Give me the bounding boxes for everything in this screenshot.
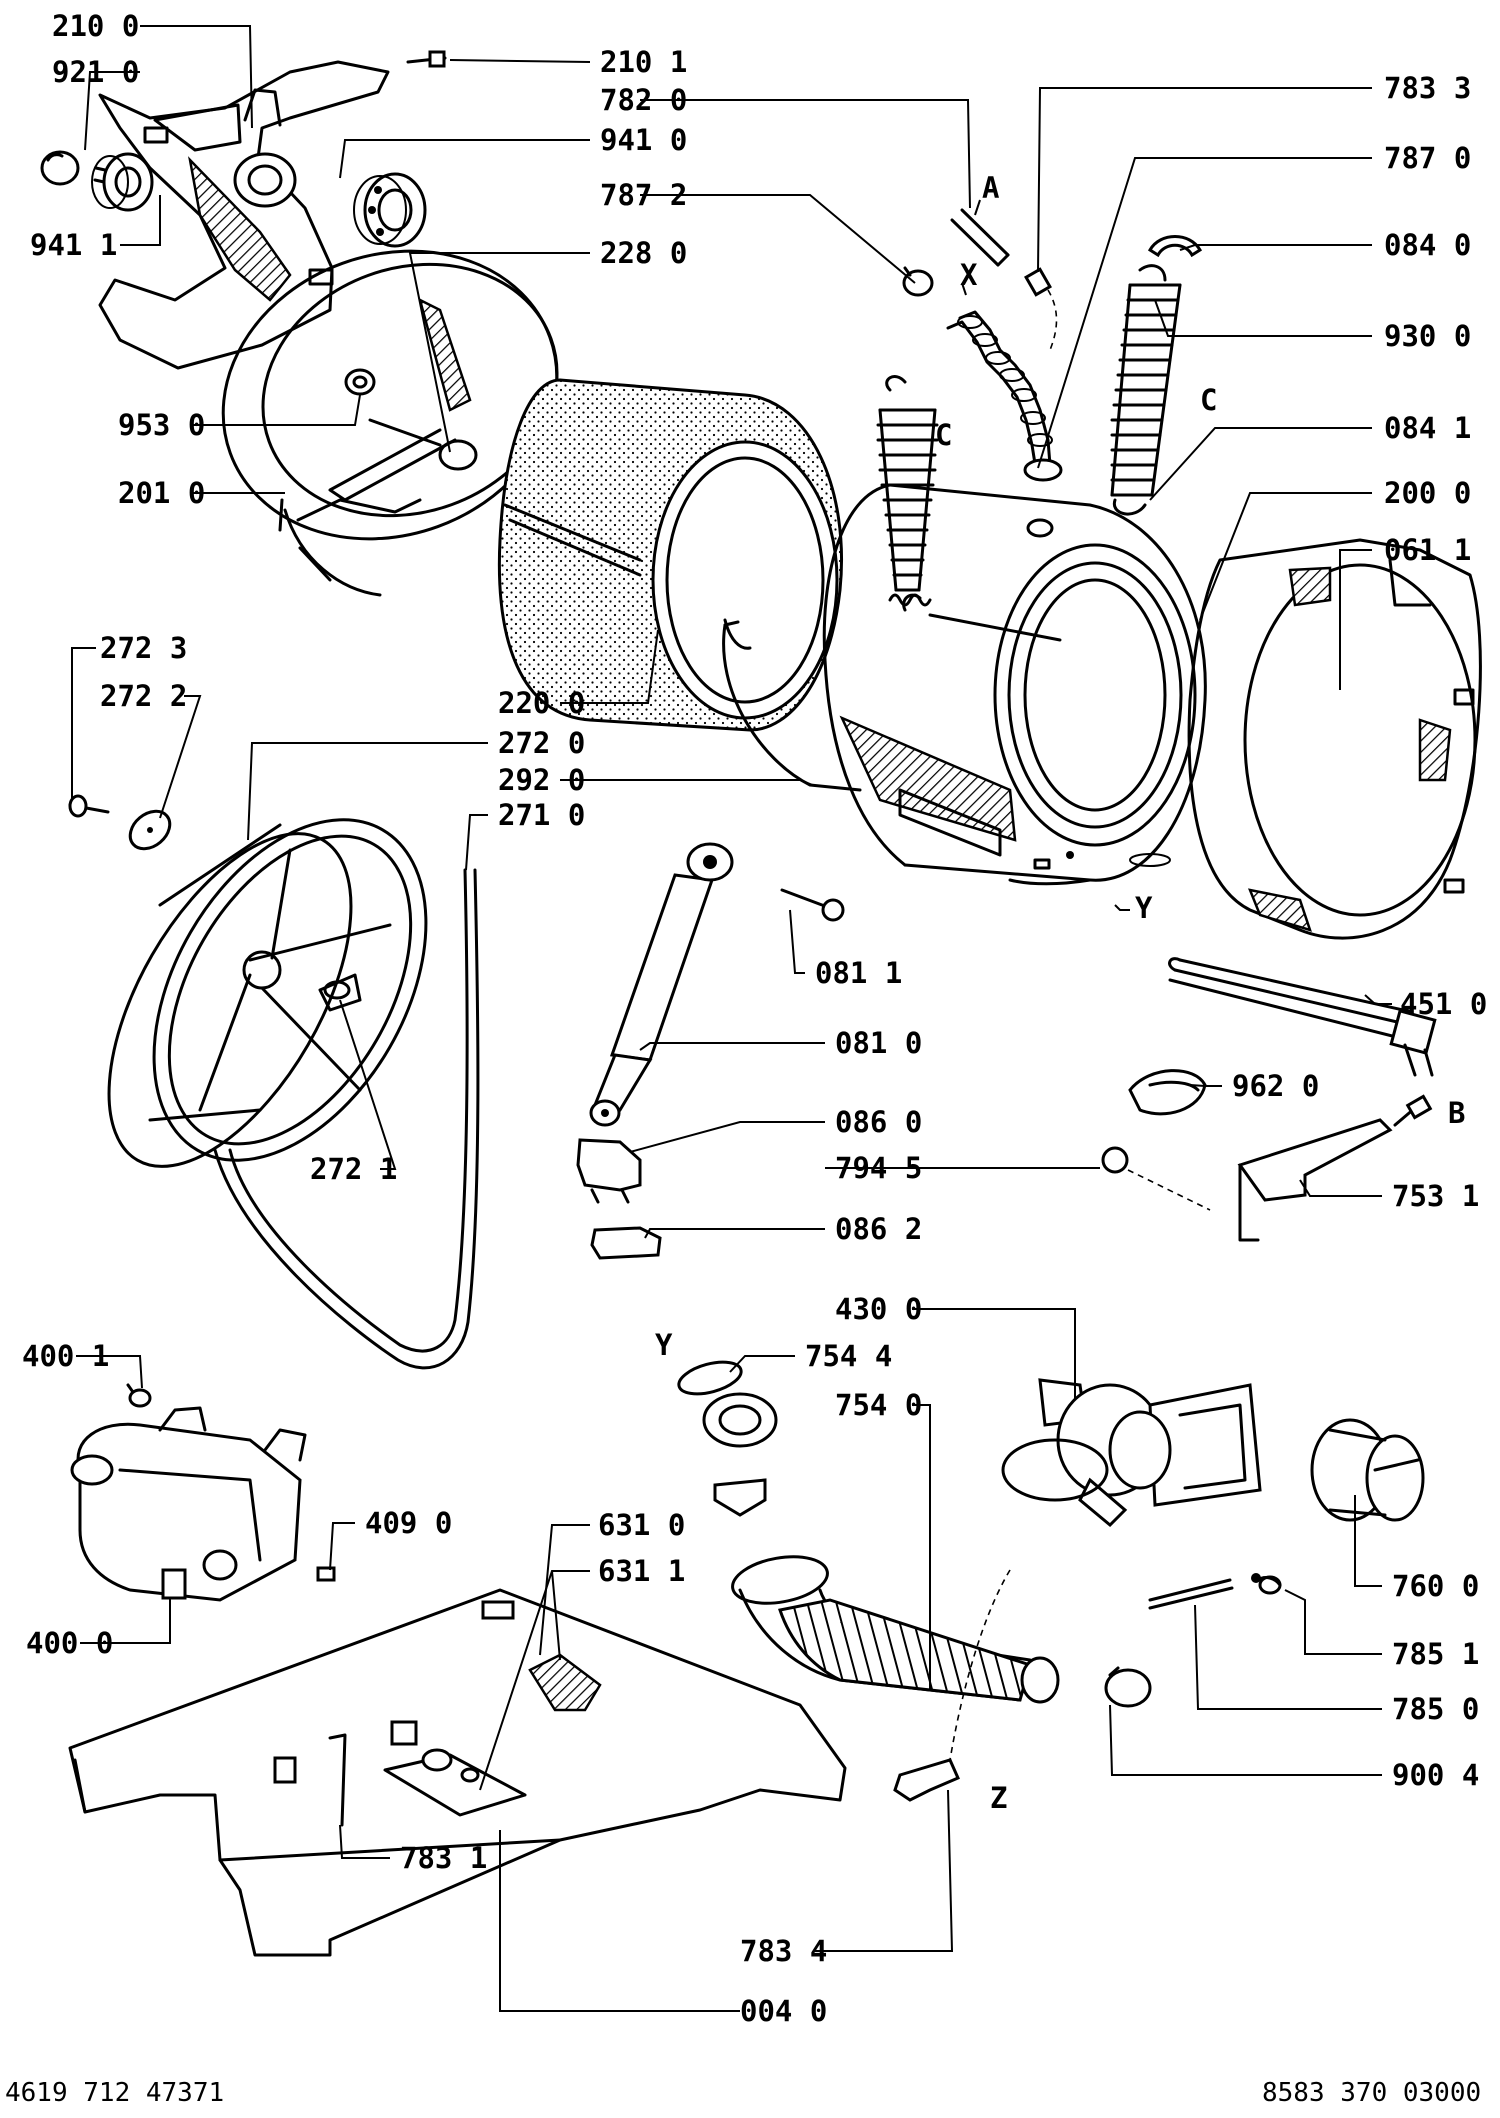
drive-belt-drawing [213, 868, 480, 1370]
part-label-201-0: 201 0 [118, 476, 205, 510]
hose-785-drawing [1148, 1573, 1282, 1610]
pump-filter-drawing [1310, 1418, 1425, 1522]
shock-absorber-drawing [589, 842, 734, 1127]
sheet-number: 8583 370 03000 [1262, 2078, 1481, 2108]
inlet-pipe-drawing [1237, 1094, 1433, 1242]
screw-272-3-drawing [68, 794, 110, 818]
part-label-084-1: 084 1 [1384, 411, 1471, 445]
part-label-962-0: 962 0 [1232, 1069, 1319, 1103]
suspension-springs-drawing [876, 264, 1182, 612]
part-label-783-4: 783 4 [740, 1934, 827, 1968]
spring-hook-084-0-drawing [1147, 235, 1203, 258]
part-label-783-3: 783 3 [1384, 71, 1471, 105]
marker-a: A [982, 171, 999, 205]
marker-c-right: C [1200, 383, 1217, 417]
part-label-272-2: 272 2 [100, 679, 187, 713]
inner-drum-drawing [497, 378, 843, 732]
part-label-210-1: 210 1 [600, 45, 687, 79]
part-label-272-3: 272 3 [100, 631, 187, 665]
marker-y-tub: Y [1135, 891, 1153, 925]
clamp-900-4-drawing [1104, 1666, 1152, 1708]
part-label-754-4: 754 4 [805, 1339, 892, 1373]
part-label-086-0: 086 0 [835, 1105, 922, 1139]
large-bearing-drawing [353, 172, 427, 248]
part-label-210-0: 210 0 [52, 9, 139, 43]
drum-back-panel-drawing [221, 249, 559, 597]
part-label-086-2: 086 2 [835, 1212, 922, 1246]
washer-272-2-drawing [128, 809, 172, 851]
part-label-631-0: 631 0 [598, 1508, 685, 1542]
part-label-451-0: 451 0 [1400, 987, 1487, 1021]
part-label-760-0: 760 0 [1392, 1569, 1479, 1603]
part-label-782-0: 782 0 [600, 83, 687, 117]
marker-b: B [1448, 1096, 1465, 1130]
part-label-787-2: 787 2 [600, 178, 687, 212]
part-label-941-1: 941 1 [30, 228, 117, 262]
drum-spider-drawing [98, 60, 390, 370]
part-label-409-0: 409 0 [365, 1506, 452, 1540]
base-frame-drawing [68, 1588, 847, 1957]
bracket-086-0-drawing [576, 1138, 642, 1204]
part-label-921-0: 921 0 [52, 55, 139, 89]
small-bearing-drawing [91, 152, 154, 212]
screw-210-1-drawing [406, 50, 447, 68]
outer-tub-drawing [822, 483, 1207, 886]
drain-pump-drawing [1001, 1378, 1262, 1528]
bolt-081-1-drawing [780, 888, 845, 922]
part-label-400-0: 400 0 [26, 1626, 113, 1660]
front-counterweight-drawing [1187, 538, 1482, 940]
part-label-200-0: 200 0 [1384, 476, 1471, 510]
part-label-272-1: 272 1 [310, 1152, 397, 1186]
part-label-084-0: 084 0 [1384, 228, 1471, 262]
heating-element-drawing [1168, 957, 1437, 1077]
part-label-220-0: 220 0 [498, 686, 585, 720]
pulley-drawing [107, 818, 428, 1168]
part-label-794-5: 794 5 [835, 1151, 922, 1185]
leader-lines [71, 25, 1392, 2012]
part-label-785-1: 785 1 [1392, 1637, 1479, 1671]
part-label-081-0: 081 0 [835, 1026, 922, 1060]
part-label-953-0: 953 0 [118, 408, 205, 442]
motor-drawing [70, 1383, 307, 1602]
drawing-number: 4619 712 47371 [5, 2078, 224, 2108]
marker-c-left: C [935, 418, 952, 452]
part-label-081-1: 081 1 [815, 956, 902, 990]
hose-clip-787-2-drawing [902, 266, 934, 297]
air-chamber-hose-drawing [946, 310, 1063, 482]
part-label-292-0: 292 0 [498, 763, 585, 797]
part-409-0-drawing [316, 1566, 336, 1582]
hose-elbow-783-4-drawing [893, 1569, 1011, 1802]
part-label-930-0: 930 0 [1384, 319, 1471, 353]
part-794-5-drawing [1101, 1146, 1211, 1211]
nozzle-783-3-drawing [1024, 267, 1058, 351]
part-label-754-0: 754 0 [835, 1388, 922, 1422]
letter-markers: A X C C Y B Y Z [655, 171, 1465, 1815]
part-label-004-0: 004 0 [740, 1994, 827, 2028]
part-label-631-1: 631 1 [598, 1554, 685, 1588]
part-label-430-0: 430 0 [835, 1292, 922, 1326]
part-labels: 210 0 921 0 210 1 782 0 783 3 941 0 787 … [22, 9, 1487, 2028]
part-label-061-1: 061 1 [1384, 533, 1471, 567]
part-label-753-1: 753 1 [1392, 1179, 1479, 1213]
part-962-0-drawing [1128, 1069, 1207, 1116]
part-label-228-0: 228 0 [600, 236, 687, 270]
marker-z: Z [990, 1781, 1007, 1815]
part-label-941-0: 941 0 [600, 123, 687, 157]
part-label-272-0: 272 0 [498, 726, 585, 760]
part-label-783-1: 783 1 [400, 1841, 487, 1875]
marker-y-seal: Y [655, 1328, 673, 1362]
part-label-787-0: 787 0 [1384, 141, 1471, 175]
part-label-271-0: 271 0 [498, 798, 585, 832]
pipe-782-0-drawing [950, 208, 1010, 267]
marker-x: X [960, 258, 978, 292]
part-label-785-0: 785 0 [1392, 1692, 1479, 1726]
circlip-drawing [40, 150, 80, 186]
part-label-900-4: 900 4 [1392, 1758, 1479, 1792]
sump-hose-drawing [677, 1360, 1060, 1704]
clip-086-2-drawing [590, 1226, 662, 1260]
part-label-400-1: 400 1 [22, 1339, 109, 1373]
